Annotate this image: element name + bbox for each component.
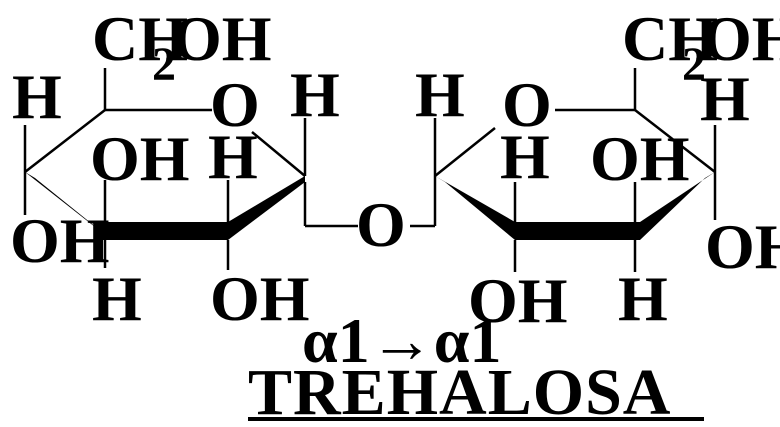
left-h-c4-label: H [92, 263, 142, 334]
left-h-c1-label: H [290, 59, 340, 130]
right-oh-c2-label: OH [468, 265, 568, 336]
right-ring-bonds [410, 68, 717, 272]
glycosidic-oxygen-label: O [356, 189, 406, 260]
right-ring-wedge-front [515, 222, 640, 240]
diagram-title: TREHALOSA [248, 356, 671, 427]
left-ring-wedge-left [25, 172, 112, 240]
left-ch2-subscript: 2 [152, 38, 176, 91]
left-oh-c2-label: OH [210, 263, 310, 334]
left-ch-label: CH [92, 3, 188, 74]
left-ring-wedge-right [228, 176, 305, 240]
left-ch2oh-oh-label: OH [172, 3, 272, 74]
right-ch2oh-oh-label: OH [702, 3, 780, 74]
left-ring-bond-o-c1 [251, 131, 306, 177]
left-ring-wedge-front [95, 222, 228, 240]
right-h-c5-label: H [700, 63, 750, 134]
left-h-c5-label: H [12, 61, 62, 132]
right-oh-c4-label: OH [705, 211, 780, 282]
right-h-c2-label: H [500, 121, 550, 192]
left-oh-c6-label: OH [10, 205, 110, 276]
right-oh-c3-label: OH [590, 123, 690, 194]
right-ring-bond-c1-o [434, 127, 496, 177]
linkage-label: α1→α1 [302, 305, 501, 376]
left-h-c3-label: H [208, 121, 258, 192]
right-ch2-subscript: 2 [682, 38, 706, 91]
right-ch-label: CH [622, 3, 718, 74]
left-oh-c4-label: OH [90, 123, 190, 194]
right-h-c3-label: H [618, 263, 668, 334]
left-ring-bond-c5-c4 [24, 109, 106, 173]
right-h-c1-label: H [415, 59, 465, 130]
right-ring-oxygen-label: O [502, 69, 552, 140]
right-ring-bond-c5-c4 [634, 109, 716, 173]
left-ring-bonds [23, 68, 358, 270]
left-ring-oxygen-label: O [210, 69, 260, 140]
